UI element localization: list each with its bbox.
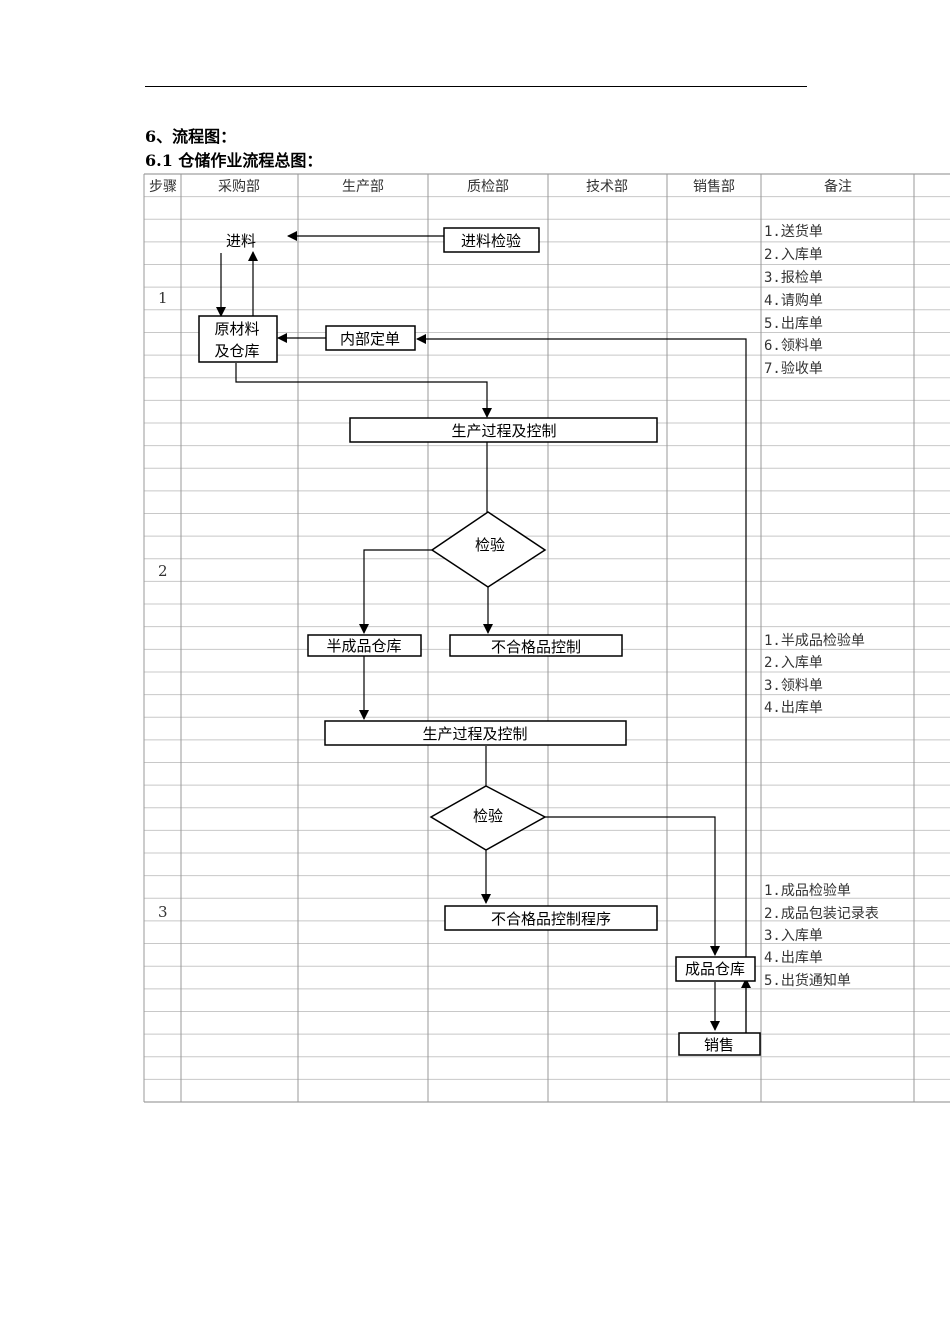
remark-item: 2.入库单 xyxy=(764,247,823,263)
remark-item: 5.出货通知单 xyxy=(764,972,851,989)
node-sales: 销售 xyxy=(678,1032,761,1056)
header-remarks: 备注 xyxy=(824,178,852,195)
node-internal-order: 内部定单 xyxy=(325,325,416,351)
node-nonconforming-control-label: 不合格品控制 xyxy=(491,638,581,656)
remark-item: 2.成品包装记录表 xyxy=(764,906,879,922)
node-nonconforming-procedure-label: 不合格品控制程序 xyxy=(491,910,611,928)
table-grid xyxy=(143,173,950,1103)
section-heading: 6、流程图： xyxy=(145,127,237,146)
remark-item: 3.领料单 xyxy=(764,678,823,694)
node-nonconforming-procedure: 不合格品控制程序 xyxy=(444,905,658,931)
remark-item: 3.入库单 xyxy=(764,928,823,944)
subsection-heading: 6.1 仓储作业流程总图： xyxy=(145,151,323,170)
node-raw-material-label-1: 原材料 xyxy=(214,320,259,338)
node-production-process-2: 生产过程及控制 xyxy=(324,720,627,746)
header-sales: 销售部 xyxy=(693,179,735,195)
step-number-3: 3 xyxy=(158,903,168,921)
node-semi-finished-warehouse: 半成品仓库 xyxy=(307,634,422,657)
node-finished-warehouse-label: 成品仓库 xyxy=(685,960,745,978)
remark-item: 1.半成品检验单 xyxy=(764,633,865,649)
header-step: 步骤 xyxy=(149,179,177,195)
header-production: 生产部 xyxy=(342,179,384,195)
step-number-1: 1 xyxy=(158,289,168,307)
remark-item: 1.成品检验单 xyxy=(764,883,851,899)
node-inspection-2-label: 检验 xyxy=(473,807,503,825)
node-incoming-inspection-label: 进料检验 xyxy=(461,232,521,250)
remark-item: 4.出库单 xyxy=(764,700,823,716)
node-inspection-2: 检验 xyxy=(429,785,547,851)
remark-item: 4.出库单 xyxy=(764,950,823,966)
node-raw-material-label-2: 及仓库 xyxy=(214,342,259,360)
remark-item: 3.报检单 xyxy=(764,270,823,286)
header-quality: 质检部 xyxy=(467,179,509,195)
node-internal-order-label: 内部定单 xyxy=(340,330,400,348)
node-production-process-2-label: 生产过程及控制 xyxy=(422,725,527,743)
node-incoming-material: 进料 xyxy=(226,232,256,250)
remarks-step-1: 1.送货单 2.入库单 3.报检单 4.请购单 5.出库单 6.领料单 7.验收… xyxy=(764,223,823,377)
node-finished-warehouse: 成品仓库 xyxy=(675,956,756,982)
node-sales-label: 销售 xyxy=(704,1036,734,1054)
node-semi-finished-label: 半成品仓库 xyxy=(326,637,401,655)
node-production-process-1-label: 生产过程及控制 xyxy=(451,422,556,440)
node-raw-material-warehouse: 原材料 及仓库 xyxy=(198,315,278,363)
remarks-step-2: 1.半成品检验单 2.入库单 3.领料单 4.出库单 xyxy=(764,633,865,716)
header-purchasing: 采购部 xyxy=(218,179,260,195)
remark-item: 1.送货单 xyxy=(764,223,823,240)
header-rule xyxy=(145,86,807,87)
header-technical: 技术部 xyxy=(586,179,628,195)
node-nonconforming-control: 不合格品控制 xyxy=(449,634,623,657)
remark-item: 6.领料单 xyxy=(764,338,823,354)
remark-item: 2.入库单 xyxy=(764,655,823,671)
step-number-2: 2 xyxy=(158,562,168,580)
node-production-process-1: 生产过程及控制 xyxy=(349,417,658,443)
node-inspection-1: 检验 xyxy=(430,511,547,588)
remark-item: 5.出库单 xyxy=(764,316,823,332)
remarks-step-3: 1.成品检验单 2.成品包装记录表 3.入库单 4.出库单 5.出货通知单 xyxy=(764,883,879,989)
remark-item: 7.验收单 xyxy=(764,361,823,377)
node-inspection-1-label: 检验 xyxy=(475,536,505,554)
node-incoming-inspection: 进料检验 xyxy=(443,227,540,253)
remark-item: 4.请购单 xyxy=(764,293,823,309)
